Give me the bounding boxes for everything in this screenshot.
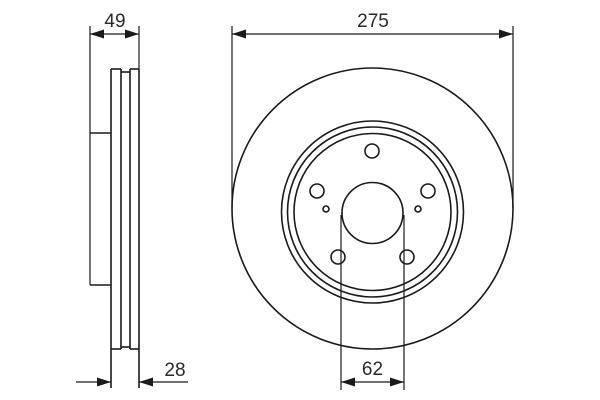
dimension-49-label: 49 [104, 11, 125, 32]
front-view: 275 62 [231, 11, 514, 390]
bolt-hole-upper-left [309, 183, 325, 199]
arrow-right-icon [390, 377, 404, 387]
center-bore [341, 181, 404, 245]
arrow-left-icon [90, 29, 104, 39]
dimension-275-label: 275 [357, 11, 389, 32]
arrow-left-icon [341, 377, 355, 387]
arrow-left-icon [139, 377, 153, 387]
arrow-right-icon [97, 377, 111, 387]
dimension-49: 49 [90, 11, 139, 39]
locating-hole-left [322, 205, 330, 213]
bolt-hole-lower-right [399, 249, 415, 265]
hub-ring-inner [293, 132, 452, 292]
bolt-hole-lower-left [330, 249, 346, 265]
side-view: 49 28 [76, 11, 188, 388]
bolt-hole-top [364, 143, 380, 159]
dimension-28-label: 28 [164, 360, 185, 381]
arrow-right-icon [125, 29, 139, 39]
dimension-62: 62 [340, 215, 405, 390]
bolt-hole-upper-right [420, 183, 436, 199]
disc-outer-circle [231, 67, 514, 350]
hub-ring-middle [286, 126, 459, 298]
hub-ring-outer [280, 120, 465, 304]
dimension-28: 28 [76, 360, 188, 387]
dimension-62-label: 62 [362, 359, 383, 380]
arrow-left-icon [232, 29, 246, 39]
arrow-right-icon [499, 29, 513, 39]
locating-hole-right [414, 205, 422, 213]
dimension-275: 275 [231, 11, 514, 208]
